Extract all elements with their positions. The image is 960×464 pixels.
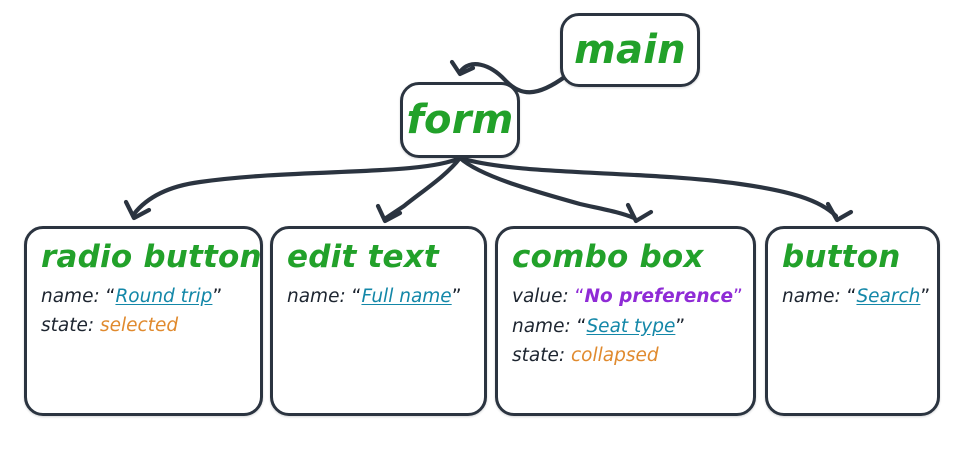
quote-close: ” — [920, 284, 931, 307]
attribute-key: name: — [782, 285, 841, 307]
attribute-list: name: “Search” — [782, 281, 930, 311]
node-radio-button-label: radio button — [41, 239, 262, 275]
attribute-list: name: “Round trip” state: selected — [41, 281, 246, 340]
attribute-value: Search — [856, 285, 921, 307]
attribute-value: selected — [100, 314, 179, 336]
attribute-row: name: “Seat type” — [512, 311, 739, 341]
attribute-list: value: “No preference” name: “Seat type”… — [512, 281, 743, 371]
attribute-value: Seat type — [586, 315, 676, 337]
edge-form-to-button — [457, 155, 839, 219]
attribute-key: state: — [512, 344, 566, 366]
node-edit-text[interactable]: edit text name: “Full name” — [270, 226, 487, 416]
quote-open: “ — [846, 284, 857, 307]
arrowhead-combo-box — [625, 202, 654, 224]
node-form-label: form — [406, 97, 514, 143]
arrowhead-edit-text — [375, 203, 403, 224]
edge-form-to-radio-button — [131, 155, 463, 217]
arrowhead-radio-button — [123, 199, 152, 221]
attribute-key: name: — [287, 285, 346, 307]
node-form[interactable]: form — [400, 82, 520, 158]
attribute-key: state: — [41, 314, 95, 336]
quote-close: ” — [212, 284, 223, 307]
attribute-list: name: “Full name” — [287, 281, 470, 311]
attribute-row: state: selected — [41, 311, 246, 340]
quote-close: ” — [675, 314, 686, 337]
attribute-row: name: “Round trip” — [41, 281, 246, 311]
arrowhead-form — [449, 59, 476, 77]
node-radio-button[interactable]: radio button name: “Round trip” state: s… — [24, 226, 263, 416]
node-main[interactable]: main — [560, 13, 700, 87]
attribute-key: value: — [512, 285, 569, 307]
arrowhead-button — [825, 201, 854, 223]
attribute-key: name: — [512, 315, 571, 337]
attribute-row: state: collapsed — [512, 341, 739, 370]
quote-close: ” — [733, 284, 743, 307]
node-button[interactable]: button name: “Search” — [765, 226, 940, 416]
attribute-value: Full name — [361, 285, 452, 307]
attribute-key: name: — [41, 285, 100, 307]
node-button-label: button — [782, 239, 901, 275]
edge-form-to-edit-text — [383, 155, 463, 221]
edge-form-to-combo-box — [457, 155, 637, 221]
quote-open: “ — [351, 284, 362, 307]
node-combo-box-label: combo box — [512, 239, 704, 275]
attribute-row: name: “Full name” — [287, 281, 470, 311]
node-main-label: main — [574, 27, 686, 73]
quote-close: ” — [451, 284, 462, 307]
quote-open: “ — [576, 314, 587, 337]
node-edit-text-label: edit text — [287, 239, 439, 275]
attribute-value: collapsed — [571, 344, 659, 366]
quote-open: “ — [105, 284, 116, 307]
attribute-row: value: “No preference” — [512, 281, 743, 311]
attribute-value: No preference — [584, 285, 734, 307]
quote-open: “ — [574, 284, 585, 307]
node-combo-box[interactable]: combo box value: “No preference” name: “… — [495, 226, 756, 416]
attribute-row: name: “Search” — [782, 281, 930, 311]
attribute-value: Round trip — [115, 285, 213, 307]
